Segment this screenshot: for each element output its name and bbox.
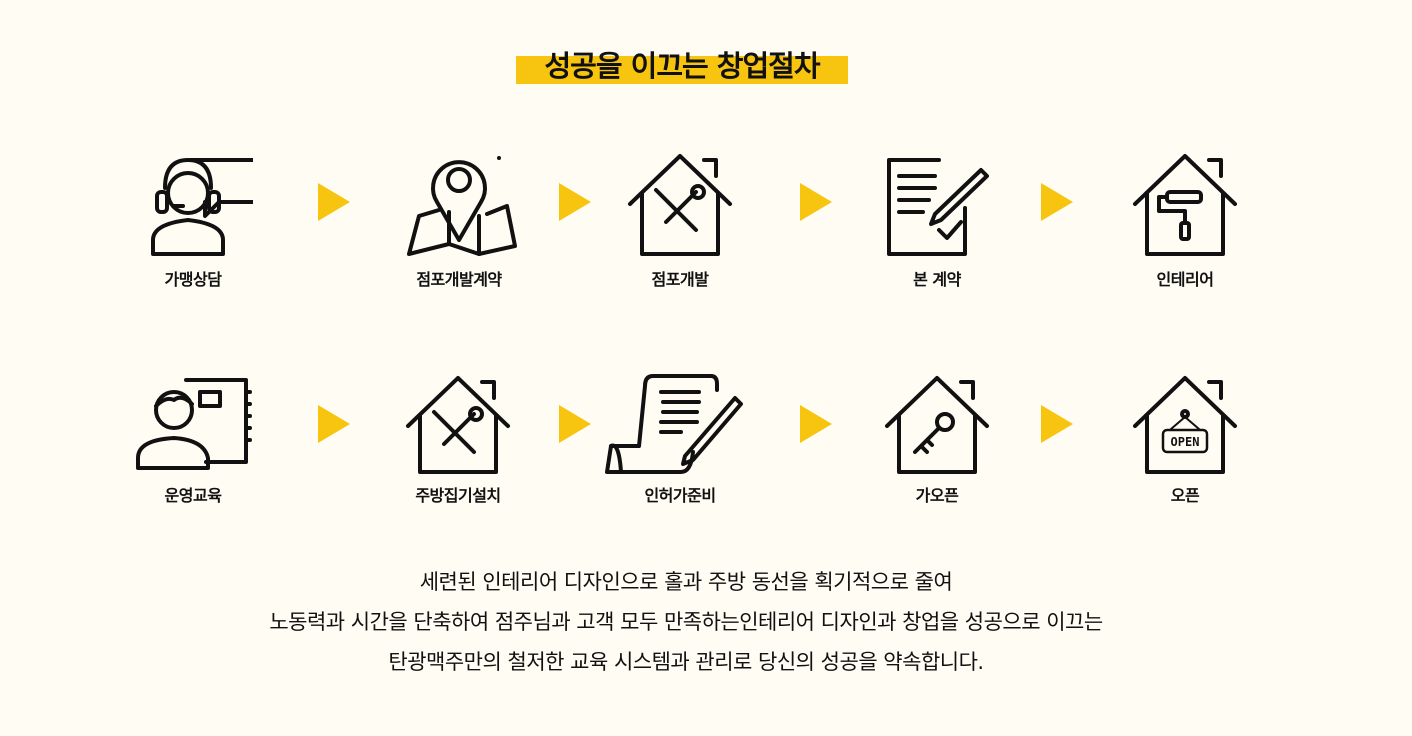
step-label: 인허가준비	[644, 486, 716, 505]
arrow-icon	[800, 405, 832, 443]
arrow-icon	[800, 183, 832, 221]
step-franchise-consult: 가맹상담	[93, 148, 293, 290]
description-line: 노동력과 시간을 단축하여 점주님과 고객 모두 만족하는인테리어 디자인과 창…	[269, 610, 1103, 634]
arrow-icon	[318, 183, 350, 221]
arrow-icon	[559, 405, 591, 443]
page-title-block: 성공을 이끄는 창업절차	[516, 48, 848, 84]
house-tools-icon	[406, 376, 510, 474]
house-paint-roller-icon	[1133, 154, 1237, 256]
description: 세련된 인테리어 디자인으로 홀과 주방 동선을 획기적으로 줄여 노동력과 시…	[0, 562, 1372, 682]
step-label: 주방집기설치	[415, 486, 501, 505]
open-sign-text: OPEN	[1171, 435, 1200, 449]
step-operation-training: 운영교육	[93, 372, 293, 506]
description-line: 세련된 인테리어 디자인으로 홀과 주방 동선을 획기적으로 줄여	[419, 570, 953, 594]
step-label: 점포개발계약	[416, 270, 502, 289]
step-store-development: 점포개발	[580, 150, 780, 290]
house-open-sign-icon: OPEN	[1133, 376, 1237, 474]
step-open: OPEN 오픈	[1085, 372, 1285, 506]
step-interior: 인테리어	[1085, 150, 1285, 290]
page-title: 성공을 이끄는 창업절차	[544, 49, 821, 83]
contract-pen-icon	[887, 158, 989, 256]
map-pin-icon	[407, 156, 517, 256]
arrow-icon	[559, 183, 591, 221]
person-manual-icon	[136, 378, 252, 470]
title-highlight	[516, 56, 848, 84]
step-soft-open: 가오픈	[837, 372, 1037, 506]
step-kitchen-install: 주방집기설치	[358, 372, 558, 506]
step-label: 가맹상담	[164, 270, 222, 289]
arrow-icon	[318, 405, 350, 443]
step-label: 가오픈	[915, 486, 959, 505]
step-label: 운영교육	[164, 486, 222, 505]
scroll-pen-icon	[605, 374, 743, 474]
house-key-icon	[885, 376, 989, 474]
step-store-dev-contract: 점포개발계약	[359, 146, 559, 290]
step-label: 오픈	[1170, 486, 1200, 505]
step-label: 인테리어	[1156, 270, 1214, 289]
step-permit-prep: 인허가준비	[580, 372, 780, 506]
headset-consultant-icon	[151, 158, 253, 256]
step-label: 본 계약	[913, 270, 961, 289]
step-label: 점포개발	[651, 270, 709, 289]
description-line: 탄광맥주만의 철저한 교육 시스템과 관리로 당신의 성공을 약속합니다.	[388, 650, 984, 674]
arrow-icon	[1041, 405, 1073, 443]
arrow-icon	[1041, 183, 1073, 221]
step-main-contract: 본 계약	[837, 148, 1037, 290]
house-tools-icon	[628, 154, 732, 256]
